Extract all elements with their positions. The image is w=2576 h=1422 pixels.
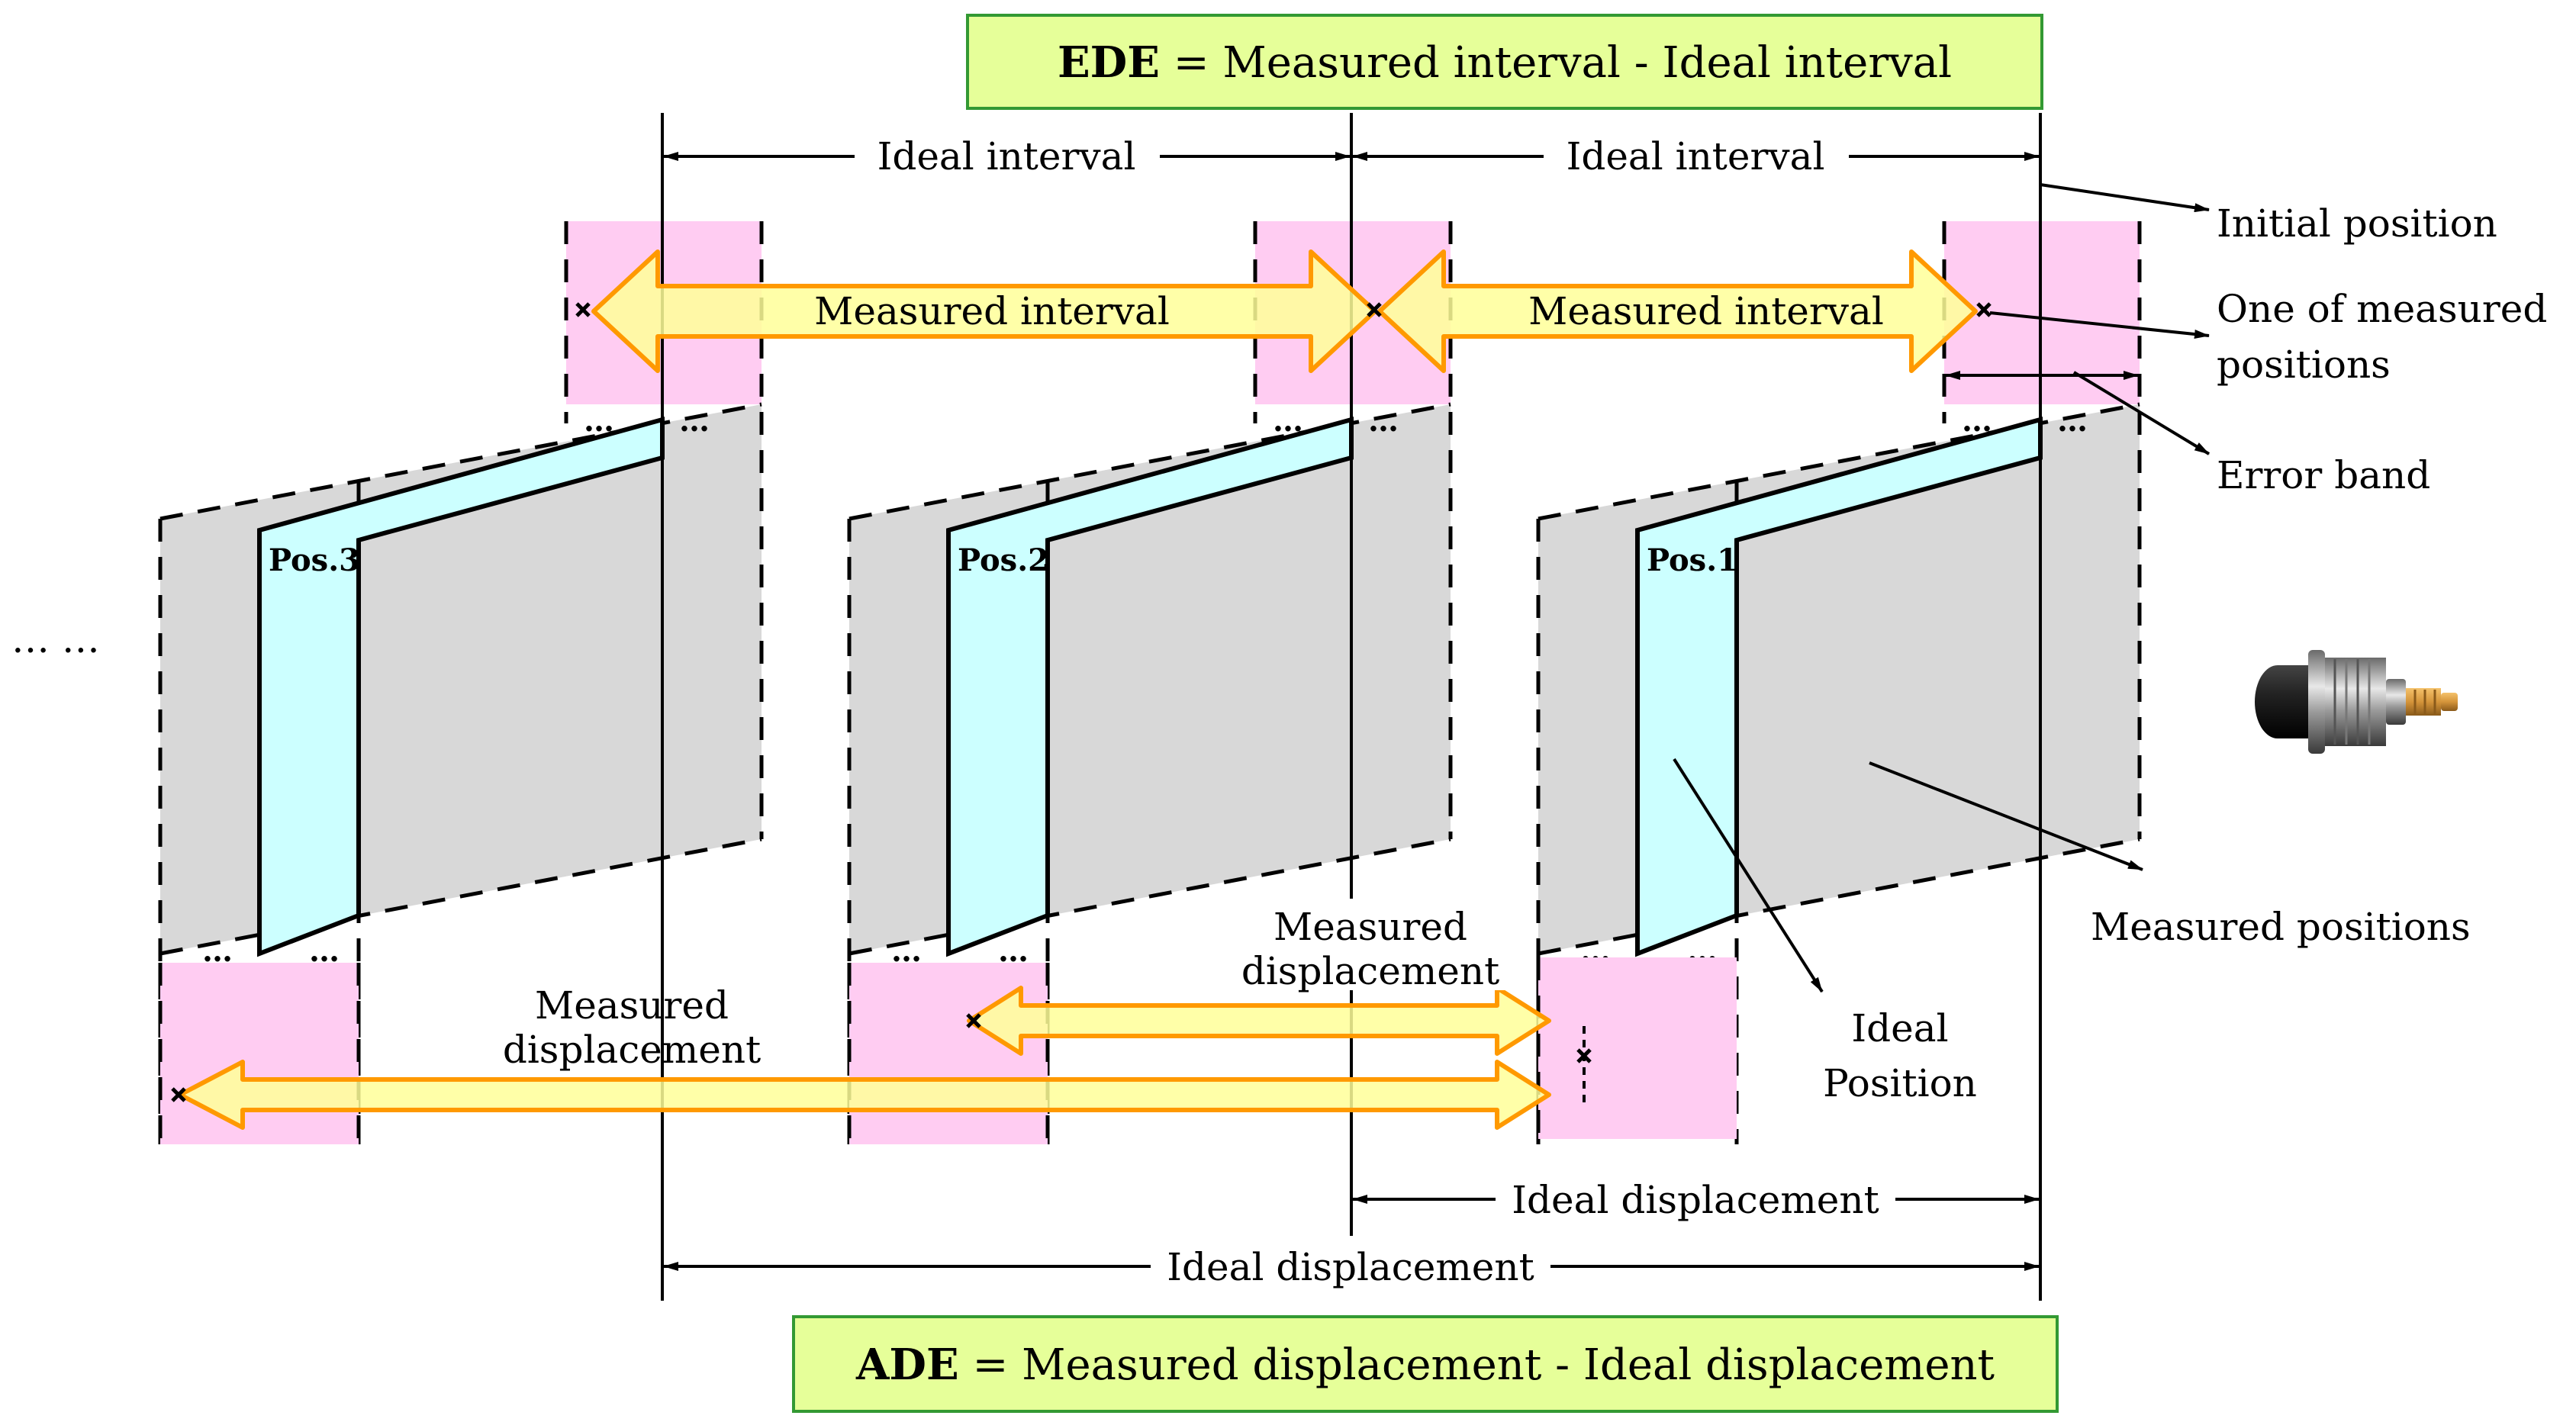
left-ellipsis: … …	[11, 617, 100, 661]
measured-displacement-label-line1: Measured	[535, 983, 729, 1028]
cross-mark-icon	[1976, 302, 1992, 317]
ade-expression: = Measured displacement - Ideal displace…	[959, 1340, 1995, 1390]
ade-term: ADE	[855, 1340, 959, 1390]
measured-displacement-arrow	[967, 986, 1551, 1056]
callout-lines	[1673, 183, 2211, 993]
one-of-measured-label-line2: positions	[2217, 343, 2391, 387]
measured-interval-arrow	[1377, 249, 1978, 373]
ideal-displacement-dimensions: Ideal displacement Ideal displacement	[663, 1173, 2040, 1291]
band-dots: …	[1368, 403, 1399, 439]
band-dots: …	[2057, 403, 2088, 439]
ideal-displacement-label: Ideal displacement	[1512, 1178, 1879, 1222]
panel-group-pos2: Pos.2 … … … …	[847, 221, 1453, 1144]
lower-error-bands	[158, 957, 1737, 1144]
position-label: Pos.3	[269, 542, 360, 578]
svg-text:ADE = Measured displacement -: ADE = Measured displacement - Ideal disp…	[855, 1340, 1995, 1390]
measured-displacement-label-line1: Measured	[1274, 905, 1467, 949]
measured-displacement-label-line2: displacement	[503, 1028, 761, 1072]
cross-mark-icon	[966, 1013, 981, 1028]
ideal-position-label-line2: Position	[1823, 1061, 1977, 1105]
band-dots: …	[1273, 403, 1303, 439]
measured-position-marks	[171, 302, 1992, 1102]
measured-displacement-arrows: Measured displacement Measured displacem…	[178, 899, 1551, 1130]
ideal-displacement-label: Ideal displacement	[1167, 1245, 1534, 1289]
position-label: Pos.1	[1647, 542, 1738, 578]
error-band-bottom-pos1	[1538, 957, 1737, 1139]
ideal-interval-dimensions: Ideal interval Ideal interval	[663, 130, 2040, 180]
callout-labels: Initial position One of measured positio…	[11, 201, 2547, 1105]
proximity-sensor-icon	[2255, 650, 2458, 754]
position-label: Pos.2	[958, 542, 1049, 578]
ideal-interval-label: Ideal interval	[1567, 134, 1825, 179]
measured-interval-label: Measured interval	[1528, 289, 1884, 333]
measured-positions-label: Measured positions	[2091, 905, 2471, 949]
ede-term: EDE	[1058, 37, 1160, 88]
ideal-position-label-line1: Ideal	[1851, 1006, 1948, 1050]
ade-equation-box: ADE = Measured displacement - Ideal disp…	[792, 1315, 2059, 1413]
measured-displacement-arrow	[178, 1060, 1551, 1130]
measured-interval-arrows: Measured interval Measured interval	[591, 249, 1978, 373]
measured-displacement-label-line2: displacement	[1241, 949, 1499, 993]
error-band-label: Error band	[2217, 453, 2430, 497]
ede-equation-box: EDE = Measured interval - Ideal interval	[966, 14, 2043, 110]
measured-interval-label: Measured interval	[814, 289, 1170, 333]
band-dots: …	[679, 403, 710, 439]
error-band-bottom-pos3	[160, 963, 359, 1144]
band-dots: …	[1962, 403, 1992, 439]
band-dots: …	[584, 403, 614, 439]
initial-position-label: Initial position	[2217, 201, 2497, 246]
cross-mark-icon	[1367, 302, 1382, 317]
ede-expression: = Measured interval - Ideal interval	[1160, 38, 1952, 88]
svg-text:EDE = Measured interval - Ide: EDE = Measured interval - Ideal interval	[1058, 37, 1952, 88]
ideal-interval-label: Ideal interval	[877, 134, 1136, 179]
cross-mark-icon	[575, 302, 591, 317]
cross-mark-icon	[171, 1087, 186, 1102]
one-of-measured-label-line1: One of measured	[2217, 287, 2547, 331]
